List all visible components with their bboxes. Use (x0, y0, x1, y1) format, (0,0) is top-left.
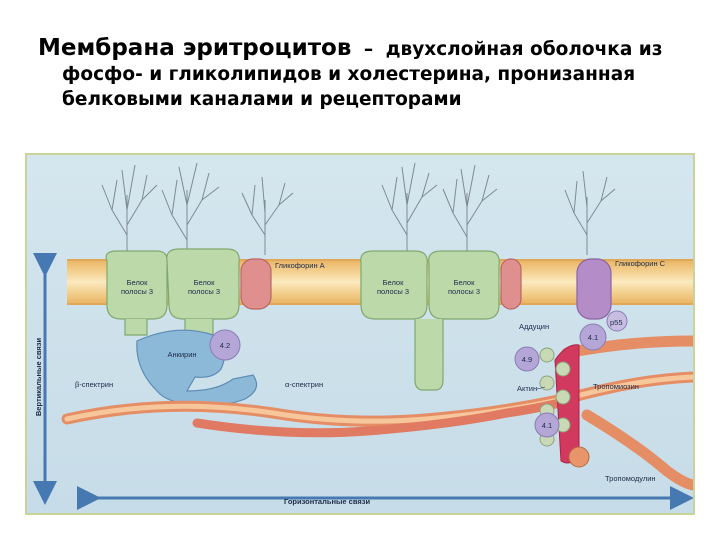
protein-4-1-lower (534, 412, 560, 438)
band3-left-a (105, 250, 168, 336)
label-beta-spectrin: β-спектрин (75, 380, 113, 389)
label-actin: Актин (517, 384, 537, 393)
glycan-tree (442, 164, 498, 257)
title-line3: белковыми каналами и рецепторами (62, 89, 462, 110)
diagram-canvas: Белок полосы 3 Белок полосы 3 Белок поло… (27, 155, 693, 513)
upper-spectrin-strand (561, 335, 693, 359)
band3-center-b (428, 250, 500, 320)
label-glycophorin-a: Гликофорин А (275, 261, 325, 270)
glycan-tree (564, 170, 616, 255)
diagram-labels: Белок полосы 3 Белок полосы 3 Белок поло… (34, 259, 666, 506)
label-4-2: 4.2 (220, 341, 230, 350)
beta-spectrin-strand (192, 394, 580, 438)
glycophorin-c (576, 258, 612, 320)
label-band3-3b: полосы 3 (377, 287, 409, 296)
label-band3-3: Белок (383, 278, 404, 287)
protein-4-9 (514, 346, 540, 372)
title-lead: Мембрана эритроцитов (38, 35, 352, 61)
title-line2: фосфо- и гликолипидов и холестерина, про… (62, 64, 636, 85)
glycan-tree (161, 162, 220, 257)
glycan-trees (101, 162, 616, 257)
protein-p55 (606, 310, 628, 332)
label-glycophorin-c: Гликофорин С (615, 259, 666, 268)
protein-4-2 (209, 329, 241, 361)
label-band3-1: Белок (127, 278, 148, 287)
label-4-9: 4.9 (522, 355, 532, 364)
actin-beads (539, 347, 571, 447)
membrane-diagram: Белок полосы 3 Белок полосы 3 Белок поло… (25, 153, 695, 515)
label-band3-4b: полосы 3 (448, 287, 480, 296)
actin-leader (536, 386, 546, 390)
label-adducin: Аддуцин (519, 322, 549, 331)
label-band3-4: Белок (454, 278, 475, 287)
glycophorin-a-right (500, 258, 522, 310)
label-4-1-upper: 4.1 (588, 333, 598, 342)
protein-4-1-upper (579, 323, 607, 351)
label-alpha-spectrin: α-спектрин (285, 380, 323, 389)
band3-dimer-stalk (414, 319, 444, 391)
band3-center-a (360, 250, 428, 320)
lower-spectrin-strand (581, 409, 693, 491)
glycan-tree (101, 164, 158, 255)
label-horizontal-links: Горизонтальные связи (284, 497, 371, 506)
title-dash: – (363, 39, 374, 60)
label-ankyrin: Анкирин (167, 350, 196, 359)
title-line1: двухслойная оболочка из (385, 39, 663, 60)
glycan-tree (381, 162, 438, 257)
label-tropomyosin: Тропомиозин (593, 382, 639, 391)
glycophorin-a (240, 258, 272, 310)
alpha-spectrin-highlight (64, 374, 693, 424)
label-band3-1b: полосы 3 (121, 287, 153, 296)
slide-title: Мембрана эритроцитов – двухслойная оболо… (38, 36, 708, 112)
label-vertical-links: Вертикальные связи (34, 337, 43, 416)
label-band3-2: Белок (194, 278, 215, 287)
label-band3-2b: полосы 3 (188, 287, 220, 296)
label-tropomodulin: Тропомодулин (605, 474, 656, 483)
label-4-1-lower: 4.1 (542, 421, 552, 430)
glycan-tree (241, 176, 294, 255)
tropomodulin (568, 446, 590, 468)
label-p55: p55 (610, 318, 623, 327)
